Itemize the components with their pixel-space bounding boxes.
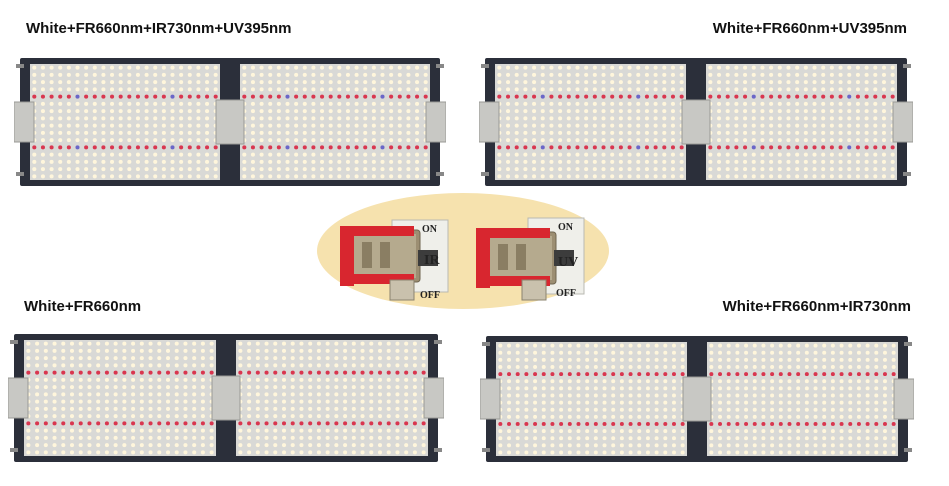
panel-label-white-fr-uv: White+FR660nm+UV395nm bbox=[712, 20, 907, 37]
ir-on-label: ON bbox=[422, 224, 438, 235]
switch-closeup-oval: ON IR OFF ON UV OFF bbox=[317, 193, 609, 309]
ir-switch: ON IR OFF bbox=[340, 219, 449, 301]
led-panel-white-fr-ir bbox=[480, 336, 914, 462]
led-panel-white-fr-uv bbox=[479, 58, 913, 186]
led-panel-white-fr bbox=[8, 334, 444, 462]
uv-off-label: OFF bbox=[556, 288, 576, 299]
panel-label-white-fr: White+FR660nm bbox=[24, 298, 142, 315]
panel-label-white-fr-ir: White+FR660nm+IR730nm bbox=[722, 298, 911, 315]
uv-channel-label: UV bbox=[558, 255, 578, 270]
panel-label-white-fr-ir-uv: White+FR660nm+IR730nm+UV395nm bbox=[26, 20, 292, 37]
led-panel-white-fr-ir-uv bbox=[14, 58, 446, 186]
uv-switch: ON UV OFF bbox=[476, 217, 585, 301]
ir-off-label: OFF bbox=[420, 290, 440, 301]
uv-on-label: ON bbox=[558, 222, 574, 233]
ir-channel-label: IR bbox=[424, 253, 440, 268]
